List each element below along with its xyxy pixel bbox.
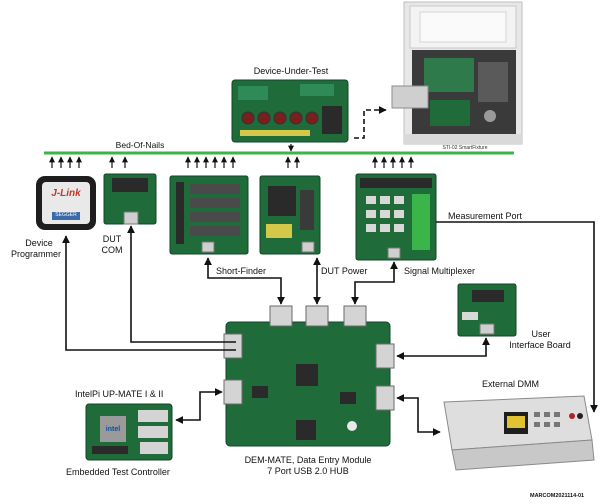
jlink-text: J-Link xyxy=(51,188,81,199)
measurement-port-label: Measurement Port xyxy=(448,211,523,221)
connection-arrows xyxy=(62,221,598,436)
dut-power-board xyxy=(259,175,321,255)
short-finder-label: Short-Finder xyxy=(216,266,267,276)
device-programmer-label-1: Device xyxy=(25,238,53,248)
dut-to-fixture-arrow xyxy=(354,106,387,139)
dut-board xyxy=(231,79,349,143)
photo-caption: STI-02 SmartFixture xyxy=(442,145,488,151)
signal-multiplexer-board xyxy=(355,173,437,261)
dut-com-board xyxy=(103,173,157,225)
jlink-programmer xyxy=(36,176,96,230)
dem-mate-hub xyxy=(223,305,395,447)
segger-text: SEGGER xyxy=(55,212,77,218)
footer-code: MARCOM2021114-01 xyxy=(530,493,585,499)
intelpi-label: IntelPi UP-MATE I & II xyxy=(75,389,164,399)
device-under-test-label: Device-Under-Test xyxy=(253,66,329,76)
external-dmm-label: External DMM xyxy=(482,379,540,389)
short-finder-board xyxy=(169,175,249,255)
user-interface-label-2: Interface Board xyxy=(509,340,571,350)
user-interface-label-1: User xyxy=(531,329,551,339)
dem-mate-label-1: DEM-MATE, Data Entry Module xyxy=(244,455,372,465)
embedded-test-controller-label: Embedded Test Controller xyxy=(66,467,170,477)
bus-pins xyxy=(49,156,414,168)
signal-multiplexer-label: Signal Multiplexer xyxy=(404,266,476,276)
dem-mate-label-2: 7 Port USB 2.0 HUB xyxy=(267,466,349,476)
user-interface-board xyxy=(457,283,517,337)
device-programmer-label-2: Programmer xyxy=(10,249,61,259)
smart-fixture-photo xyxy=(391,1,523,145)
dut-com-label-2: COM xyxy=(101,245,123,255)
intel-logo-text: intel xyxy=(105,426,121,433)
bed-of-nails-label: Bed-Of-Nails xyxy=(115,140,165,150)
dut-power-label: DUT Power xyxy=(321,266,368,276)
dut-com-label-1: DUT xyxy=(102,234,122,244)
intelpi-board xyxy=(85,403,173,461)
external-dmm xyxy=(443,395,595,471)
